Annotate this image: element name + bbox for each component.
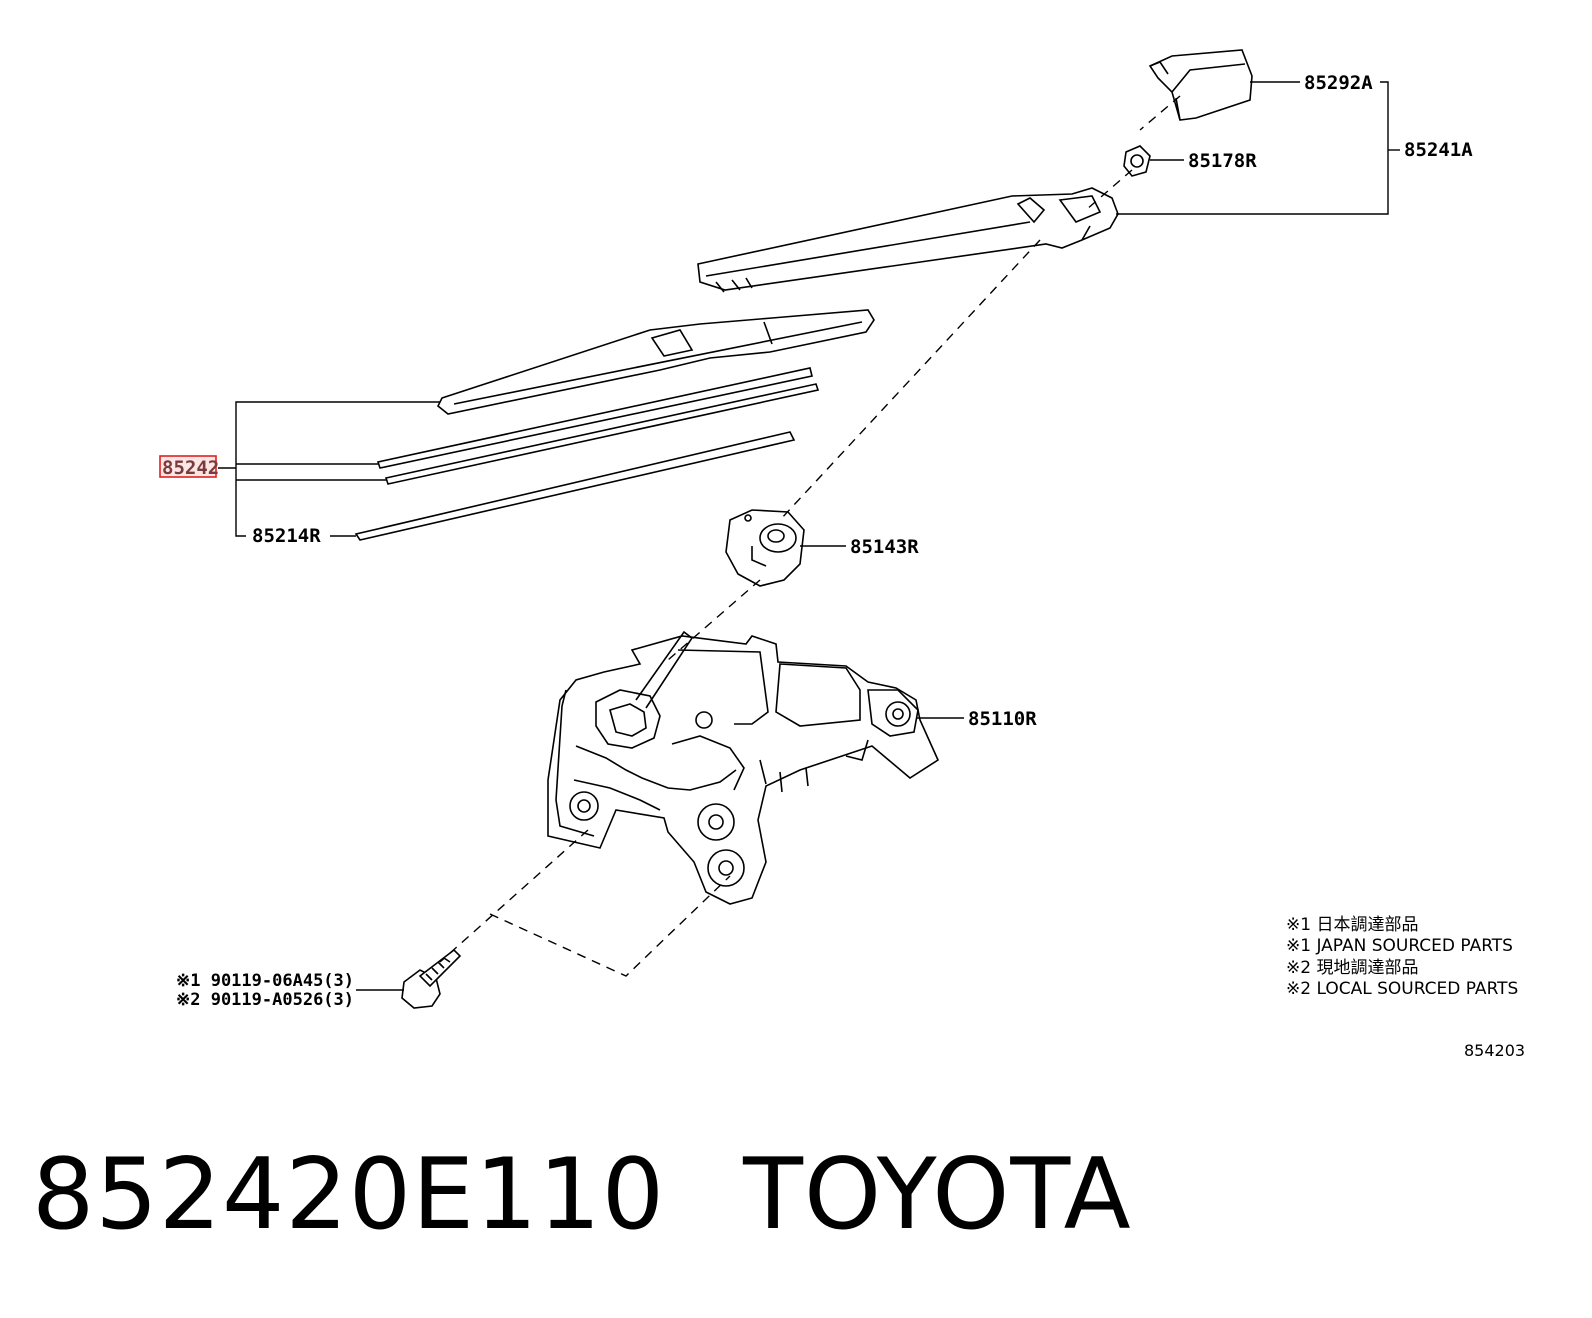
caption-part-number: 852420E110 (32, 1138, 666, 1252)
selected-part-highlight[interactable] (159, 455, 217, 478)
label-motor[interactable]: 85110R (968, 708, 1037, 730)
pivot-cap-part[interactable] (725, 509, 805, 587)
nut-part[interactable] (1123, 145, 1151, 177)
note-1-jp: ※1 日本調達部品 (1286, 915, 1418, 935)
part-caption: 852420E110 TOYOTA (32, 1138, 1210, 1252)
label-blade-assy[interactable]: 85242 (162, 457, 219, 479)
wiper-blade-part[interactable] (436, 309, 875, 415)
blade-refill-part[interactable] (354, 431, 796, 541)
note-1-en: ※1 JAPAN SOURCED PARTS (1286, 936, 1513, 956)
arm-cap-part[interactable] (1148, 49, 1253, 121)
label-refill[interactable]: 85214R (252, 525, 321, 547)
mounting-bolt-part[interactable] (401, 948, 462, 1009)
diagram-number: 854203 (1464, 1041, 1525, 1060)
label-bolt-japan[interactable]: ※1 90119-06A45(3) (176, 971, 354, 991)
label-nut[interactable]: 85178R (1188, 150, 1257, 172)
label-arm-cap[interactable]: 85292A (1304, 72, 1373, 94)
assembly-guide-lines (439, 95, 1181, 977)
wiper-arm-part[interactable] (697, 187, 1119, 293)
label-pivot-cap[interactable]: 85143R (850, 536, 919, 558)
label-bolt-local[interactable]: ※2 90119-A0526(3) (176, 990, 354, 1010)
label-arm-assy[interactable]: 85241A (1404, 139, 1473, 161)
note-2-en: ※2 LOCAL SOURCED PARTS (1286, 979, 1518, 999)
caption-brand: TOYOTA (743, 1138, 1132, 1252)
blade-insert-parts[interactable] (376, 367, 820, 485)
wiper-motor-part[interactable] (547, 630, 940, 905)
note-2-jp: ※2 現地調達部品 (1286, 958, 1418, 978)
leader-lines (218, 81, 1400, 991)
notes-legend: ※1 日本調達部品 ※1 JAPAN SOURCED PARTS ※2 現地調達… (1286, 915, 1518, 999)
